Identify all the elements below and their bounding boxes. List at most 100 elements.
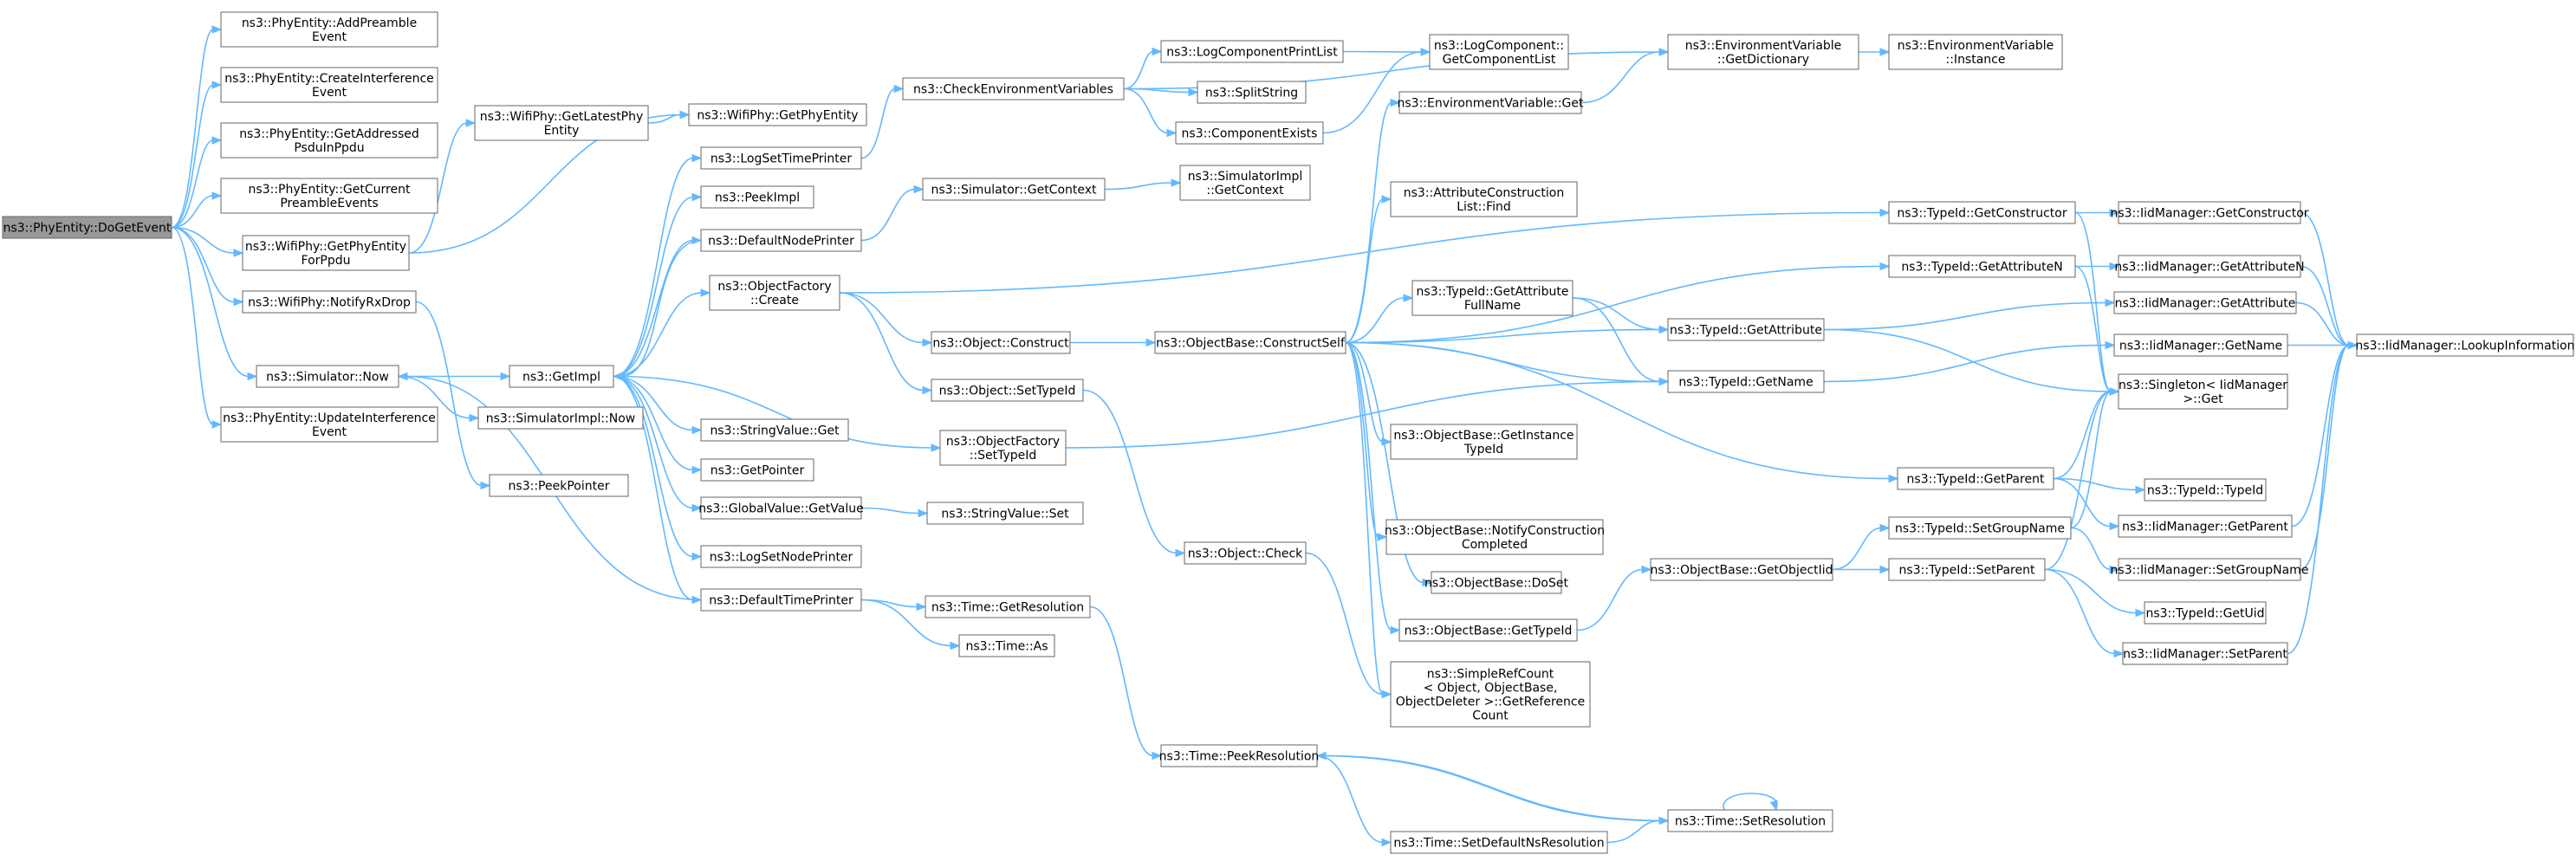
edge-arrowhead [2109,565,2120,574]
function-node[interactable]: ns3::SimulatorImpl::GetContext [1179,165,1311,201]
function-node[interactable]: ns3::Simulator::GetContext [922,178,1106,201]
function-node[interactable]: ns3::Object::Check [1184,541,1307,565]
function-node[interactable]: ns3::SimpleRefCount< Object, ObjectBase,… [1390,661,1591,728]
function-node[interactable]: ns3::IidManager::GetParent [2118,515,2293,538]
edge-line [613,157,694,378]
node-label: ns3::LogSetNodePrinter [710,551,853,565]
edge-line [1345,297,1405,344]
function-node[interactable]: ns3::Time::GetResolution [925,595,1091,618]
call-edge [612,239,702,381]
function-node[interactable]: ns3::EnvironmentVariable::GetDictionary [1667,34,1859,70]
function-node[interactable]: ns3::Time::SetResolution [1667,809,1833,832]
function-node[interactable]: ns3::IidManager::SetParent [2122,642,2288,665]
function-node[interactable]: ns3::ObjectFactory::Create [709,275,840,311]
edge-arrowhead [211,420,223,429]
node-label: ns3::SimulatorImpl [1188,170,1303,184]
function-node[interactable]: ns3::ComponentExists [1175,121,1324,145]
function-node[interactable]: ns3::IidManager::GetAttributeN [2114,255,2305,278]
function-node[interactable]: ns3::IidManager::LookupInformation [2355,333,2575,357]
function-node[interactable]: ns3::LogSetTimePrinter [700,146,862,170]
function-node[interactable]: ns3::SplitString [1197,81,1307,104]
node-label: ns3::TypeId::GetAttributeN [1901,261,2062,275]
function-node[interactable]: ns3::Singleton< IidManager>::Get [2118,373,2288,410]
node-label: ns3::Time::PeekResolution [1159,750,1320,764]
edge-arrowhead [1152,751,1163,761]
function-node[interactable]: ns3::TypeId::GetAttributeN [1888,255,2076,278]
function-node[interactable]: ns3::ObjectFactory::SetTypeId [939,430,1067,466]
function-node[interactable]: ns3::LogSetNodePrinter [700,545,862,568]
edge-arrowhead [2109,262,2120,271]
function-node[interactable]: ns3::TypeId::TypeId [2144,478,2267,502]
node-box [2113,291,2297,314]
function-node[interactable]: ns3::LogComponentPrintList [1160,40,1344,63]
function-node[interactable]: ns3::ObjectBase::DoSet [1424,571,1568,594]
function-node[interactable]: ns3::TypeId::GetConstructor [1888,201,2076,224]
function-node[interactable]: ns3::ObjectBase::ConstructSelf [1154,331,1346,354]
function-node[interactable]: ns3::DefaultTimePrinter [700,588,862,612]
function-node[interactable]: ns3::SimulatorImpl::Now [477,406,644,430]
function-node[interactable]: ns3::TypeId::GetUid [2144,601,2267,625]
function-node[interactable]: ns3::IidManager::GetName [2113,333,2288,357]
node-label: ns3::Time::As [965,640,1048,654]
edge-line [1089,605,1154,757]
function-node[interactable]: ns3::TypeId::GetName [1667,370,1825,393]
function-node[interactable]: ns3::PeekImpl [700,185,814,209]
call-edge [1723,793,1778,812]
node-label: ns3::PhyEntity::GetCurrent [249,183,411,197]
function-node[interactable]: ns3::Simulator::Now [256,365,399,388]
function-node[interactable]: ns3::LogComponent::GetComponentList [1429,34,1569,70]
edge-line [1576,568,1644,631]
function-node[interactable]: ns3::Object::Construct [931,331,1071,354]
function-node[interactable]: ns3::ObjectBase::GetTypeId [1398,618,1578,642]
function-node[interactable]: ns3::TypeId::SetParent [1888,558,2046,581]
edge-arrowhead [1769,800,1778,812]
function-node[interactable]: ns3::TypeId::GetAttribute [1667,318,1825,341]
function-node[interactable]: ns3::StringValue::Set [926,502,1084,525]
node-box [1398,618,1578,642]
node-box [1390,424,1578,460]
edge-arrowhead [1879,565,1891,574]
node-box [1431,571,1562,594]
function-node[interactable]: ns3::GlobalValue::GetValue [698,496,864,520]
node-label: ns3::SimpleRefCount [1427,668,1554,682]
function-node[interactable]: ns3::ObjectBase::GetObjectIid [1650,558,1833,581]
function-node[interactable]: ns3::Time::PeekResolution [1159,744,1320,767]
function-node[interactable]: ns3::EnvironmentVariable::Instance [1888,34,2063,70]
function-node[interactable]: ns3::EnvironmentVariable::Get [1398,91,1584,114]
function-node[interactable]: ns3::PeekPointer [489,474,629,497]
node-box [242,290,417,314]
function-node[interactable]: ns3::GetImpl [509,365,614,388]
function-node[interactable]: ns3::IidManager::GetConstructor [2110,201,2309,224]
function-node[interactable]: ns3::StringValue::Get [700,418,849,442]
node-box [220,178,438,214]
node-label: ObjectDeleter >::GetReference [1396,696,1585,709]
function-node[interactable]: ns3::GetPointer [700,458,814,482]
call-edge [2053,387,2120,480]
function-node[interactable]: ns3::Time::As [958,634,1055,657]
node-box [2118,255,2301,278]
function-node[interactable]: ns3::IidManager::GetAttribute [2113,291,2297,314]
function-node[interactable]: ns3::Time::SetDefaultNsResolution [1390,831,1608,854]
function-node[interactable]: ns3::WifiPhy::GetPhyEntity [688,103,867,126]
function-node[interactable]: ns3::IidManager::SetGroupName [2111,558,2309,581]
function-node[interactable]: ns3::WifiPhy::NotifyRxDrop [242,290,417,314]
function-node[interactable]: ns3::Object::SetTypeId [931,379,1084,402]
edge-line [1123,50,1154,90]
function-node[interactable]: ns3::TypeId::GetParent [1897,467,2054,490]
call-edge [613,288,711,378]
function-node[interactable]: ns3::ObjectBase::NotifyConstructionCompl… [1385,519,1605,555]
root-function-node[interactable]: ns3::PhyEntity::DoGetEvent [2,216,172,239]
function-node[interactable]: ns3::CheckEnvironmentVariables [902,77,1125,100]
function-node[interactable]: ns3::DefaultNodePrinter [700,229,862,252]
function-node[interactable]: ns3::TypeId::SetGroupName [1888,516,2072,540]
